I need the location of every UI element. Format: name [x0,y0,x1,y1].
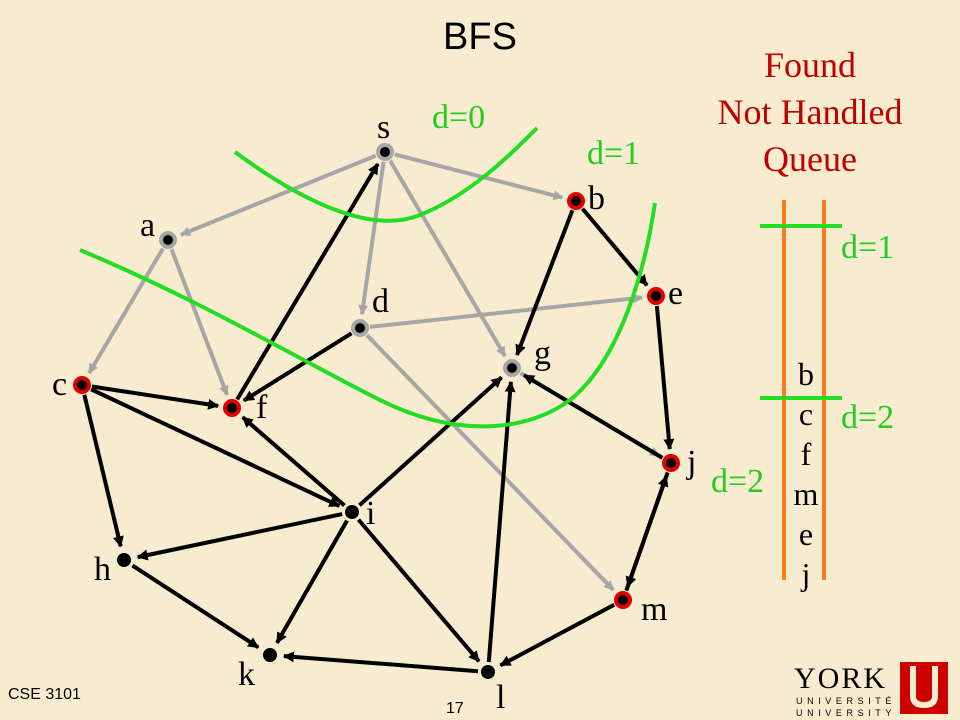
edge-s-b [394,152,564,201]
edge-s-a [180,153,377,237]
edge-m-j [624,475,669,592]
edge-i-l [356,518,481,663]
logo-sub-english: UNIVERSITY [796,708,897,718]
node-b [567,192,585,210]
frontier-curve-d1 [79,202,657,429]
edge-s-d [358,161,386,316]
queue-item-b: b [798,356,814,392]
frontier-curves [79,126,657,429]
node-j [662,454,680,472]
edge-e-j [654,305,675,451]
node-c [73,376,91,394]
edges [82,152,675,674]
node-label-i: i [366,495,375,532]
edge-s-g [388,159,507,357]
node-label-l: l [496,679,505,716]
legend-found: Found [763,45,857,85]
distance-label-d2: d=2 [711,463,764,500]
slide-title: BFS [443,16,517,58]
node-label-d: d [372,283,389,320]
edge-h-k [131,563,260,650]
distance-labels: d=0 d=1 d=2 [432,99,764,500]
node-g [503,359,521,377]
node-a [159,231,177,249]
node-label-s: s [377,109,390,146]
node-label-a: a [140,207,155,244]
edge-b-e [580,207,649,287]
node-label-c: c [52,366,67,403]
node-i [345,505,359,519]
queue-label-d2: d=2 [841,399,894,436]
edge-i-f [241,415,346,507]
legend-not-handled: Not Handled [717,92,903,132]
edge-i-k [275,519,349,644]
node-label-b: b [588,180,605,217]
node-label-g: g [534,335,551,372]
edge-a-c [87,247,165,374]
node-label-m: m [641,591,667,628]
node-s [376,143,394,161]
edge-m-l [499,602,616,668]
nodes [73,143,680,679]
node-m [614,591,632,609]
node-label-j: j [686,444,696,481]
queue-label-d1: d=1 [841,229,894,266]
queue-item-f: f [801,436,812,472]
logo-word: YORK [794,662,888,695]
node-label-f: f [256,389,268,426]
edge-j-g [522,373,664,460]
edge-d-e [369,293,644,329]
distance-label-d1: d=1 [587,135,640,172]
distance-label-d0: d=0 [432,99,485,136]
course-code: CSE 3101 [8,686,81,703]
queue-item-e: e [799,516,813,552]
logo-sub-french: UNIVERSITÉ [796,696,897,706]
node-label-e: e [668,275,683,312]
edge-c-f [91,384,220,410]
node-f [223,399,241,417]
node-k [263,648,277,662]
edge-l-k [282,651,479,674]
edge-c-i [90,387,341,508]
node-h [117,553,131,567]
edge-f-s [235,162,380,401]
node-e [647,287,665,305]
edge-i-g [358,375,503,507]
edge-c-h [82,394,124,548]
edge-l-g [486,380,516,663]
node-label-k: k [238,656,255,693]
legend: Found Not Handled Queue [690,42,930,183]
queue-item-m: m [794,476,819,512]
node-d [351,319,369,337]
queue-item-j: j [801,556,811,592]
edge-b-g [515,209,575,356]
node-labels: s a b d e g c f j i h m k l [52,109,696,716]
queue-item-c: c [799,396,813,432]
node-label-h: h [94,551,111,588]
edge-d-f [242,331,353,403]
frontier-curve-d0 [233,126,539,223]
edge-i-h [136,512,343,561]
logo-mark-icon [900,662,948,714]
legend-queue: Queue [763,139,857,179]
edge-a-f [169,248,229,396]
edge-d-m [365,333,615,592]
page-number: 17 [446,700,464,717]
node-l [481,665,495,679]
